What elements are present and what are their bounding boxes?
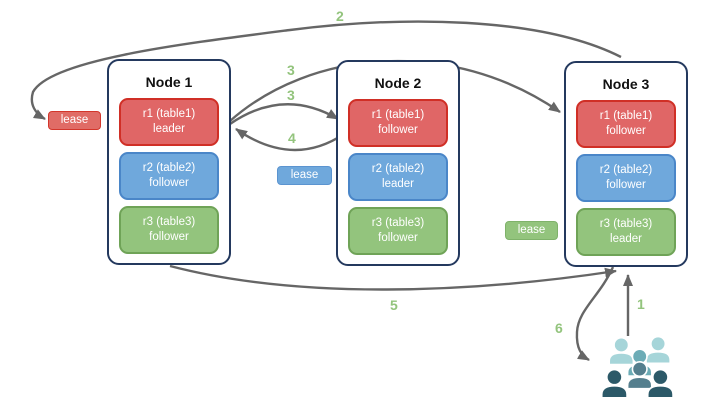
- node-3-title: Node 3: [602, 76, 650, 92]
- replica-role: leader: [153, 123, 185, 135]
- node-3-replica-r2: r2 (table2) follower: [576, 154, 676, 202]
- node-2-box: Node 2 r1 (table1) follower r2 (table2) …: [336, 60, 460, 266]
- node-3-replica-r3: r3 (table3) leader: [576, 208, 676, 256]
- arrow-step-3-to-node2: [229, 103, 339, 125]
- node-1-title: Node 1: [145, 74, 193, 90]
- step-label-2: 2: [336, 8, 344, 24]
- replica-role: follower: [606, 125, 646, 137]
- node-2-replica-r2: r2 (table2) leader: [348, 153, 448, 201]
- step-label-3-upper: 3: [287, 62, 295, 78]
- step-label-6: 6: [555, 320, 563, 336]
- replica-role: leader: [382, 178, 414, 190]
- lease-badge-r3: lease: [505, 221, 558, 240]
- replica-name: r1 (table1): [142, 108, 196, 121]
- node-2-title: Node 2: [374, 75, 422, 91]
- step-label-5: 5: [390, 297, 398, 313]
- step-label-4: 4: [288, 130, 296, 146]
- replica-role: follower: [378, 232, 418, 244]
- lease-badge-r1: lease: [48, 111, 101, 130]
- node-2-replica-r3: r3 (table3) follower: [348, 207, 448, 255]
- arrow-step-5: [169, 264, 617, 291]
- replica-name: r3 (table3): [371, 217, 425, 230]
- replica-role: follower: [149, 231, 189, 243]
- node-1-replica-r3: r3 (table3) follower: [119, 206, 219, 254]
- replica-name: r2 (table2): [142, 162, 196, 175]
- replica-name: r1 (table1): [599, 110, 653, 123]
- node-3-box: Node 3 r1 (table1) follower r2 (table2) …: [564, 61, 688, 267]
- step-label-1: 1: [637, 296, 645, 312]
- replica-name: r2 (table2): [599, 164, 653, 177]
- replica-name: r3 (table3): [142, 216, 196, 229]
- node-1-box: Node 1 r1 (table1) leader r2 (table2) fo…: [107, 59, 231, 265]
- replica-name: r1 (table1): [371, 109, 425, 122]
- node-3-replica-r1: r1 (table1) follower: [576, 100, 676, 148]
- lease-badge-r2: lease: [277, 166, 332, 185]
- replica-role: leader: [610, 233, 642, 245]
- node-1-replica-r2: r2 (table2) follower: [119, 152, 219, 200]
- replica-role: follower: [149, 177, 189, 189]
- node-2-replica-r1: r1 (table1) follower: [348, 99, 448, 147]
- users-group-icon: [600, 335, 674, 399]
- replica-role: follower: [606, 179, 646, 191]
- step-label-3-lower: 3: [287, 87, 295, 103]
- replica-role: follower: [378, 124, 418, 136]
- node-1-replica-r1: r1 (table1) leader: [119, 98, 219, 146]
- replica-name: r2 (table2): [371, 163, 425, 176]
- replica-name: r3 (table3): [599, 218, 653, 231]
